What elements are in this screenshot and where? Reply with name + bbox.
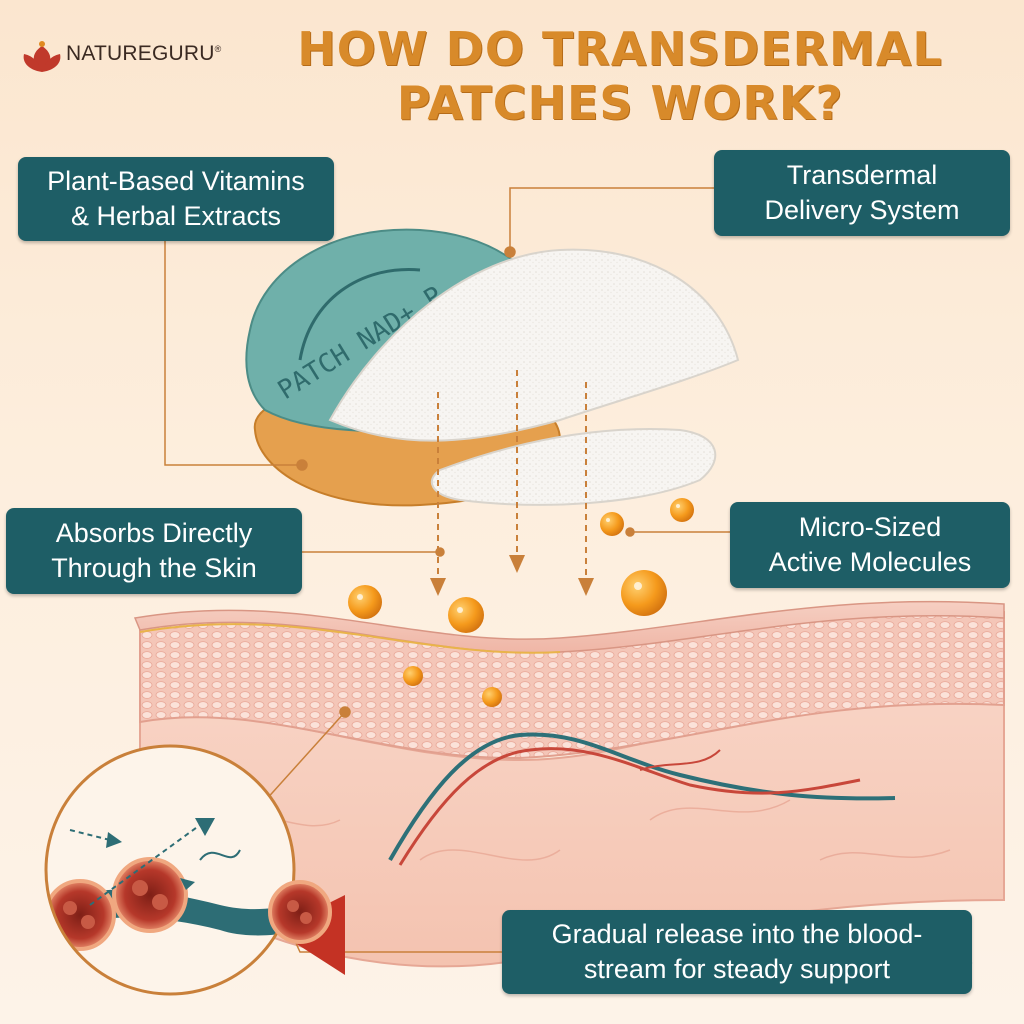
patch-white-liner bbox=[328, 248, 740, 442]
vessel-red bbox=[398, 747, 861, 866]
brand: NATUREGURU® bbox=[20, 42, 221, 66]
zoom-detail bbox=[44, 744, 332, 996]
title-line-2: PATCHES WORK? bbox=[396, 76, 844, 130]
title-line-1: HOW DO TRANSDERMAL bbox=[297, 22, 943, 76]
molecules bbox=[348, 498, 694, 707]
brand-name: NATUREGURU® bbox=[66, 42, 222, 65]
page-title: HOW DO TRANSDERMAL PATCHES WORK? bbox=[250, 22, 990, 130]
label-transdermal-delivery: Transdermal Delivery System bbox=[714, 150, 1010, 236]
label-plant-based: Plant-Based Vitamins & Herbal Extracts bbox=[18, 157, 334, 241]
patch-felt-layer bbox=[430, 428, 717, 506]
vessel-teal bbox=[388, 732, 896, 861]
label-micro-molecules: Micro-Sized Active Molecules bbox=[730, 502, 1010, 588]
label-absorbs-directly: Absorbs Directly Through the Skin bbox=[6, 508, 302, 594]
lotus-logo-icon bbox=[23, 41, 61, 72]
label-gradual-release: Gradual release into the blood- stream f… bbox=[502, 910, 972, 994]
